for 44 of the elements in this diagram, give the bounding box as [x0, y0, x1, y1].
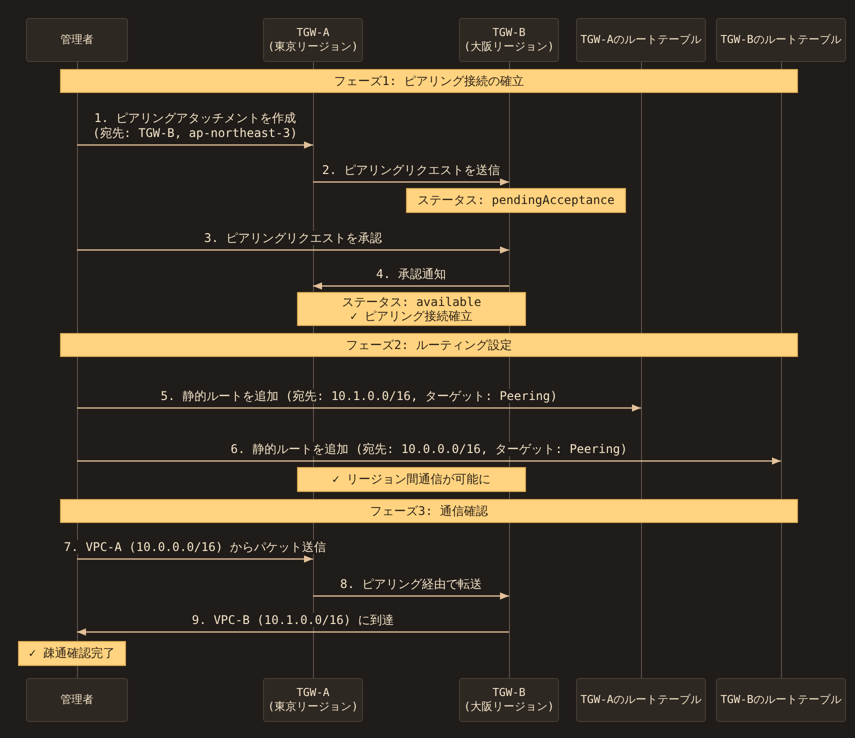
participant-name: TGW-B (大阪リージョン) — [462, 26, 556, 54]
phase-banner — [60, 499, 798, 523]
message-arrow — [77, 457, 781, 465]
phase-title: フェーズ3: 通信確認 — [370, 504, 488, 518]
participant-box — [263, 18, 363, 62]
participant-name: TGW-A (東京リージョン) — [266, 686, 360, 714]
participant-box — [263, 678, 363, 722]
participant-box — [576, 18, 706, 62]
participant-box — [459, 678, 559, 722]
participant-name: TGW-B (大阪リージョン) — [462, 686, 556, 714]
note-box — [406, 188, 626, 213]
participant-name: 管理者 — [60, 33, 94, 47]
message-arrow — [77, 628, 509, 636]
note-text: ✓ 疎通確認完了 — [28, 646, 116, 661]
participant-box — [26, 678, 128, 722]
note-text: ステータス: pendingAcceptance — [417, 193, 615, 208]
message-arrow — [313, 592, 509, 600]
note-box — [18, 641, 126, 666]
participant-name: TGW-A (東京リージョン) — [266, 26, 360, 54]
note-text: ✓ リージョン間通信が可能に — [332, 472, 491, 487]
participant-box — [716, 18, 846, 62]
participant-name: TGW-Bのルートテーブル — [720, 693, 842, 707]
phase-title: フェーズ2: ルーティング設定 — [346, 338, 512, 352]
phase-title: フェーズ1: ピアリング接続の確立 — [334, 74, 524, 88]
message-arrow — [77, 141, 313, 149]
participant-name: 管理者 — [60, 693, 94, 707]
participant-box — [26, 18, 128, 62]
note-text: ステータス: available — [342, 294, 482, 309]
participant-name: TGW-Aのルートテーブル — [580, 33, 702, 47]
note-text: ✓ ピアリング接続確立 — [350, 309, 473, 324]
note-box — [297, 467, 526, 492]
participant-name: TGW-Bのルートテーブル — [720, 33, 842, 47]
note-box — [297, 292, 526, 326]
participant-name: TGW-Aのルートテーブル — [580, 693, 702, 707]
message-arrow — [77, 555, 313, 563]
message-arrow — [77, 246, 509, 254]
message-arrow — [77, 404, 641, 412]
participant-box — [459, 18, 559, 62]
participant-box — [576, 678, 706, 722]
message-arrow — [313, 282, 509, 290]
participant-box — [716, 678, 846, 722]
phase-banner — [60, 69, 798, 93]
message-arrow — [313, 178, 509, 186]
phase-banner — [60, 333, 798, 357]
